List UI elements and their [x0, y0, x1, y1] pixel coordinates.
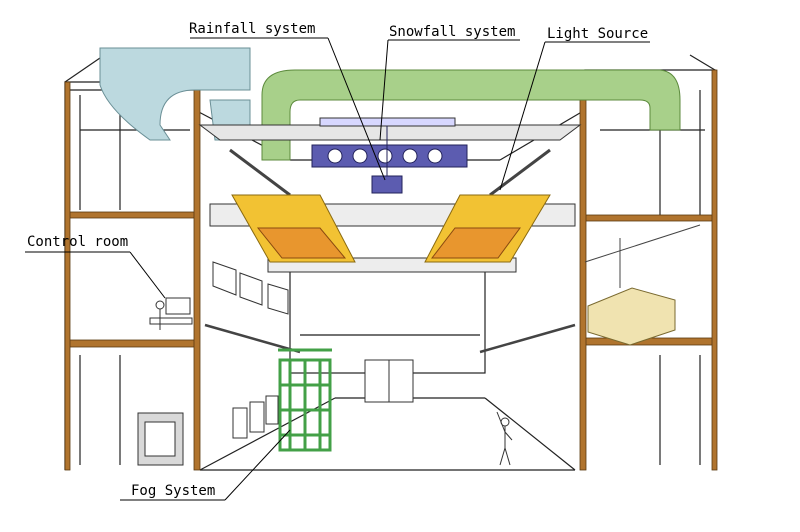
lower-left-enclosure [137, 412, 184, 466]
label-light-source: Light Source [547, 26, 649, 42]
ceiling-truss [198, 117, 582, 141]
crane-rails [204, 323, 576, 354]
label-rainfall-system: Rainfall system [189, 21, 316, 37]
label-control-room: Control room [27, 234, 129, 250]
right-platform [584, 224, 701, 346]
leader-lines [25, 37, 650, 501]
rain-pipes [229, 148, 551, 197]
wall-vents [232, 395, 279, 439]
fog-system-frame [278, 348, 332, 452]
light-source-left [231, 194, 356, 263]
snowfall-duct [261, 69, 681, 161]
control-room-furniture [149, 297, 193, 330]
wall-windows [212, 261, 289, 315]
person-figure [496, 411, 513, 466]
snowfall-nozzles [311, 126, 468, 194]
light-source-right [424, 194, 551, 263]
floor-slabs [64, 69, 718, 471]
label-fog-system: Fog System [131, 483, 216, 499]
label-snowfall-system: Snowfall system [389, 24, 516, 40]
